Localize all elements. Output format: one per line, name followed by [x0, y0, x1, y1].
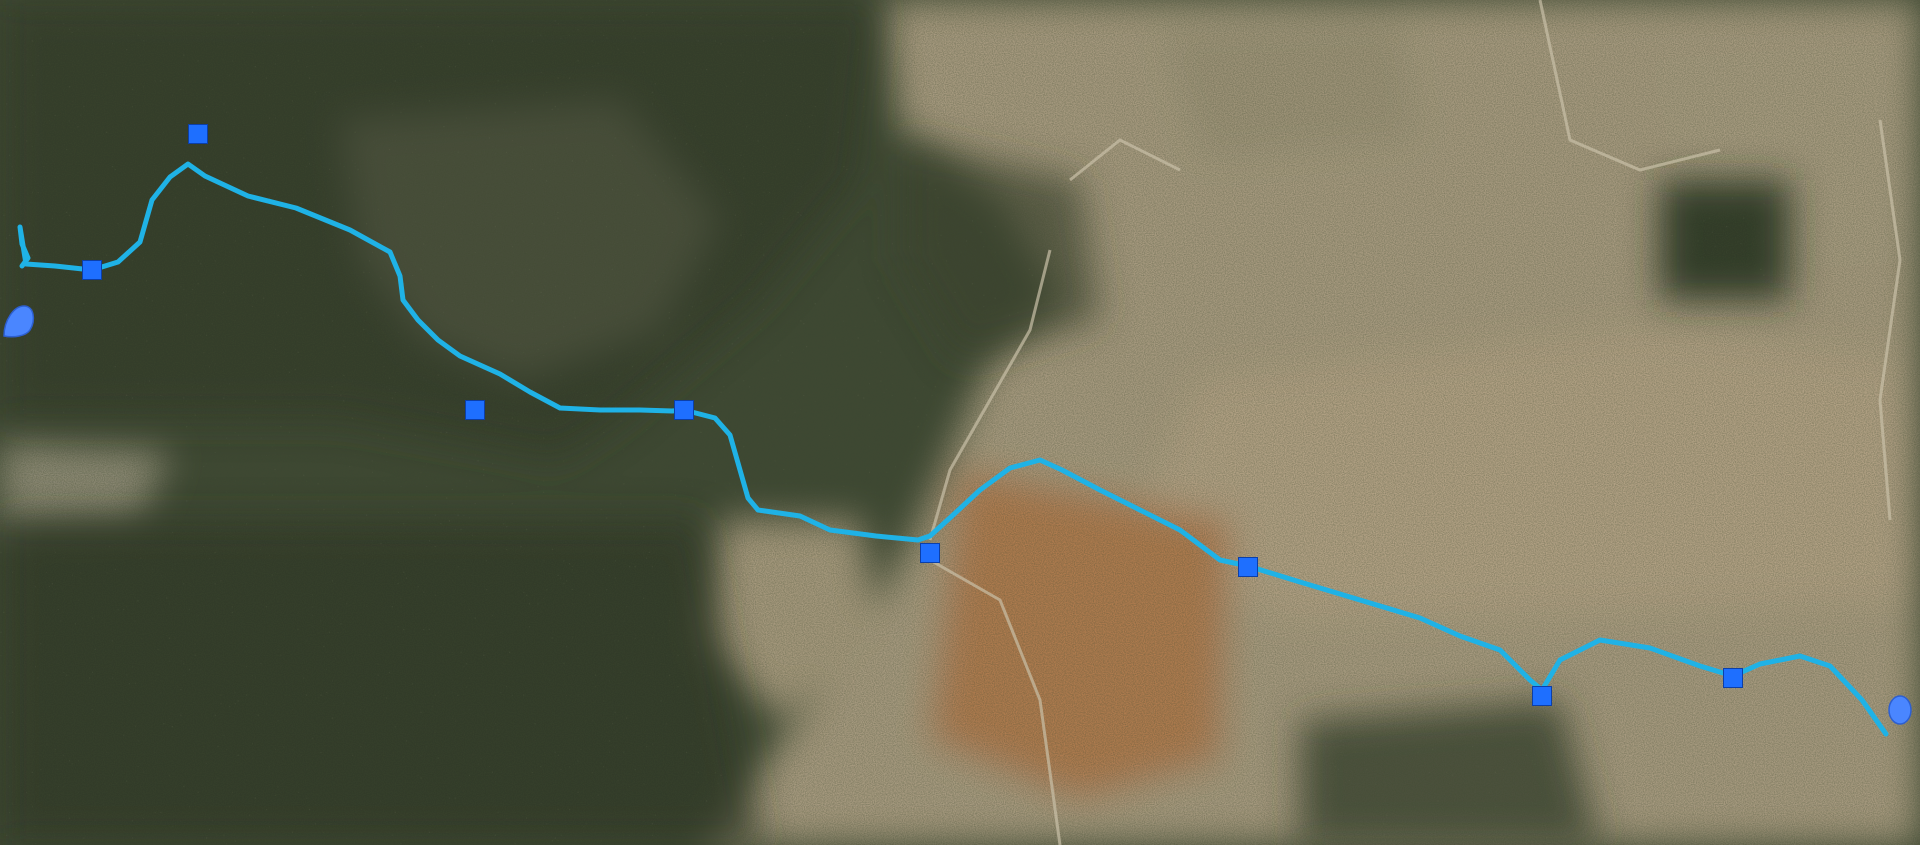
start-point-marker[interactable] — [0, 300, 40, 340]
dirt-roads — [928, 0, 1902, 845]
waypoint-marker[interactable] — [920, 543, 940, 563]
waypoint-marker[interactable] — [1532, 686, 1552, 706]
waypoint-marker[interactable] — [674, 400, 694, 420]
route-line — [17, 161, 1889, 737]
end-point-marker[interactable] — [1886, 692, 1914, 728]
waypoint-marker[interactable] — [1723, 668, 1743, 688]
waypoint-marker[interactable] — [465, 400, 485, 420]
waypoint-marker[interactable] — [188, 124, 208, 144]
waypoint-marker[interactable] — [82, 260, 102, 280]
route-track — [17, 161, 1889, 737]
waypoint-marker[interactable] — [1238, 557, 1258, 577]
